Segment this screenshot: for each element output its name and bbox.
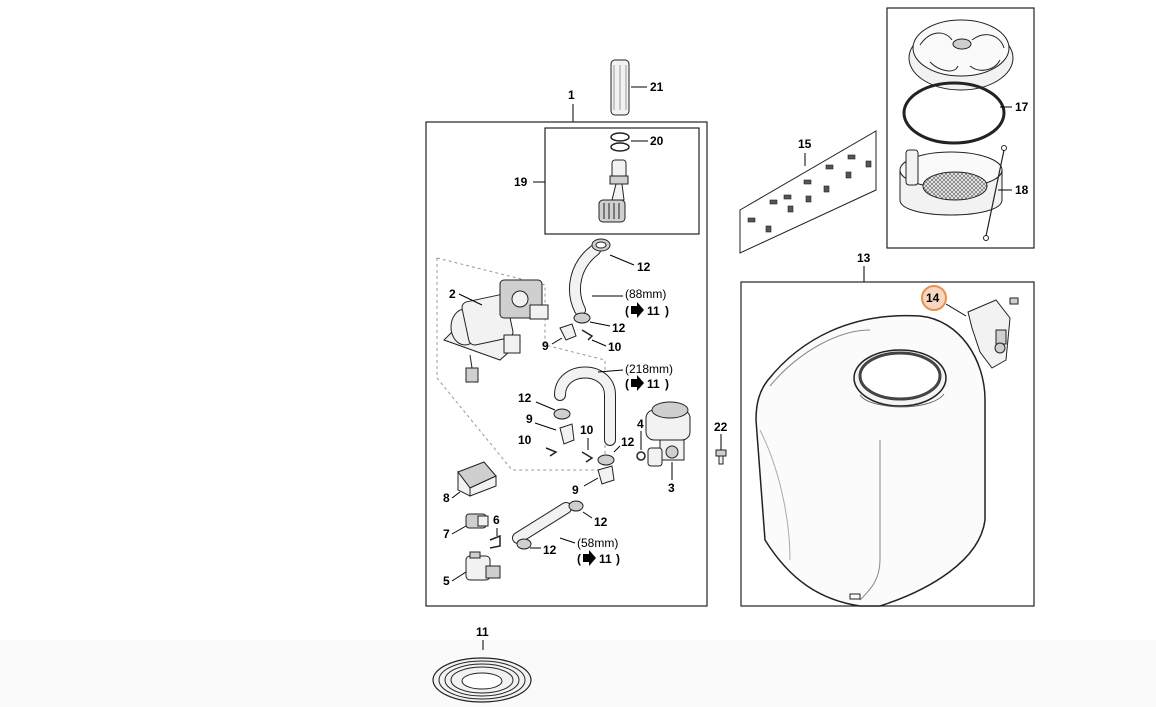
callout-9-c: 9	[572, 483, 579, 497]
part-3-pressure-valve[interactable]	[645, 401, 691, 467]
tank-assembly-frame	[740, 281, 1035, 607]
part-20-o-rings[interactable]	[610, 132, 630, 152]
assembly-1-frame	[425, 121, 708, 607]
part-18-tether[interactable]	[983, 145, 1007, 241]
callout-13: 13	[857, 251, 871, 265]
callout-22: 22	[714, 420, 728, 434]
callout-12-f: 12	[543, 543, 557, 557]
callout-10-b: 10	[518, 433, 532, 447]
callout-12-c: 12	[518, 391, 532, 405]
callout-11: 11	[476, 625, 489, 639]
callout-1: 1	[568, 88, 575, 102]
callout-9-a: 9	[542, 339, 549, 353]
part-12-clamp-b[interactable]	[573, 312, 591, 324]
ref-open-2: (	[625, 377, 629, 391]
hose-58mm[interactable]	[512, 502, 572, 544]
callout-4: 4	[637, 417, 644, 431]
callout-6: 6	[493, 513, 500, 527]
ref-part-11-b: 11	[647, 377, 660, 391]
hose-length-88: (88mm)	[625, 287, 666, 301]
callout-14-highlight	[921, 285, 947, 311]
part-12-clamp-e[interactable]	[568, 500, 584, 512]
part-11-hose-coil[interactable]	[432, 657, 532, 703]
part-9-elbow-a[interactable]	[559, 323, 577, 341]
subassembly-19-frame	[544, 127, 700, 235]
callout-12-d: 12	[621, 435, 635, 449]
callout-12-e: 12	[594, 515, 608, 529]
part-12-clamp-c[interactable]	[553, 408, 571, 420]
part-15-screws[interactable]	[747, 154, 872, 233]
part-10-clip-a[interactable]	[581, 329, 594, 341]
callout-3: 3	[668, 481, 675, 495]
part-15-screw-set-panel	[739, 130, 877, 254]
part-22-screw[interactable]	[715, 449, 727, 465]
callout-17: 17	[1015, 100, 1029, 114]
callout-18: 18	[1015, 183, 1029, 197]
reference-arrow-icon	[631, 302, 644, 318]
part-2-pump-motor[interactable]	[443, 279, 549, 383]
callout-9-b: 9	[526, 412, 533, 426]
ref-close-2: )	[665, 377, 669, 391]
part-5-coupling[interactable]	[465, 551, 501, 581]
part-6-clip[interactable]	[489, 534, 501, 549]
part-10-clip-b[interactable]	[545, 447, 558, 457]
hose-length-218: (218mm)	[625, 362, 673, 376]
part-9-elbow-b[interactable]	[559, 423, 575, 445]
part-12-clamp-d[interactable]	[597, 454, 615, 466]
callout-15: 15	[798, 137, 812, 151]
part-8-holder[interactable]	[457, 461, 497, 497]
part-17-seal[interactable]	[902, 81, 1006, 145]
callout-21: 21	[650, 80, 664, 94]
callout-2: 2	[449, 287, 456, 301]
background-shade	[0, 640, 1156, 707]
part-19-nozzle-fitting[interactable]	[598, 159, 629, 223]
part-strainer-basket[interactable]	[899, 149, 1003, 216]
callout-12-a: 12	[637, 260, 651, 274]
callout-8: 8	[443, 491, 450, 505]
ref-part-11-a: 11	[647, 304, 660, 318]
reference-arrow-icon	[583, 550, 596, 566]
callout-20: 20	[650, 134, 664, 148]
callout-7: 7	[443, 527, 450, 541]
callout-10-a: 10	[608, 340, 622, 354]
part-14-bracket[interactable]	[967, 297, 1019, 369]
reference-arrow-icon	[631, 375, 644, 391]
part-4-o-ring[interactable]	[636, 451, 646, 461]
part-12-clamp-f[interactable]	[516, 538, 532, 550]
ref-close-1: )	[665, 304, 669, 318]
hose-length-58: (58mm)	[577, 536, 618, 550]
part-9-elbow-c[interactable]	[597, 465, 615, 485]
ref-part-11-c: 11	[599, 552, 612, 566]
part-10-clip-c[interactable]	[581, 451, 594, 463]
callout-10-c: 10	[580, 423, 594, 437]
part-7-fitting[interactable]	[465, 513, 489, 529]
part-21-strainer[interactable]	[610, 59, 630, 116]
callout-12-b: 12	[612, 321, 626, 335]
callout-5: 5	[443, 574, 450, 588]
part-13-tank[interactable]	[755, 314, 986, 607]
part-12-clamp-a[interactable]	[591, 238, 611, 252]
callout-14: 14	[926, 291, 940, 305]
ref-open-1: (	[625, 304, 629, 318]
ref-close-3: )	[616, 552, 620, 566]
cap-assembly-frame	[886, 7, 1035, 249]
callout-19: 19	[514, 175, 528, 189]
ref-open-3: (	[577, 552, 581, 566]
part-tank-cap[interactable]	[908, 19, 1014, 91]
